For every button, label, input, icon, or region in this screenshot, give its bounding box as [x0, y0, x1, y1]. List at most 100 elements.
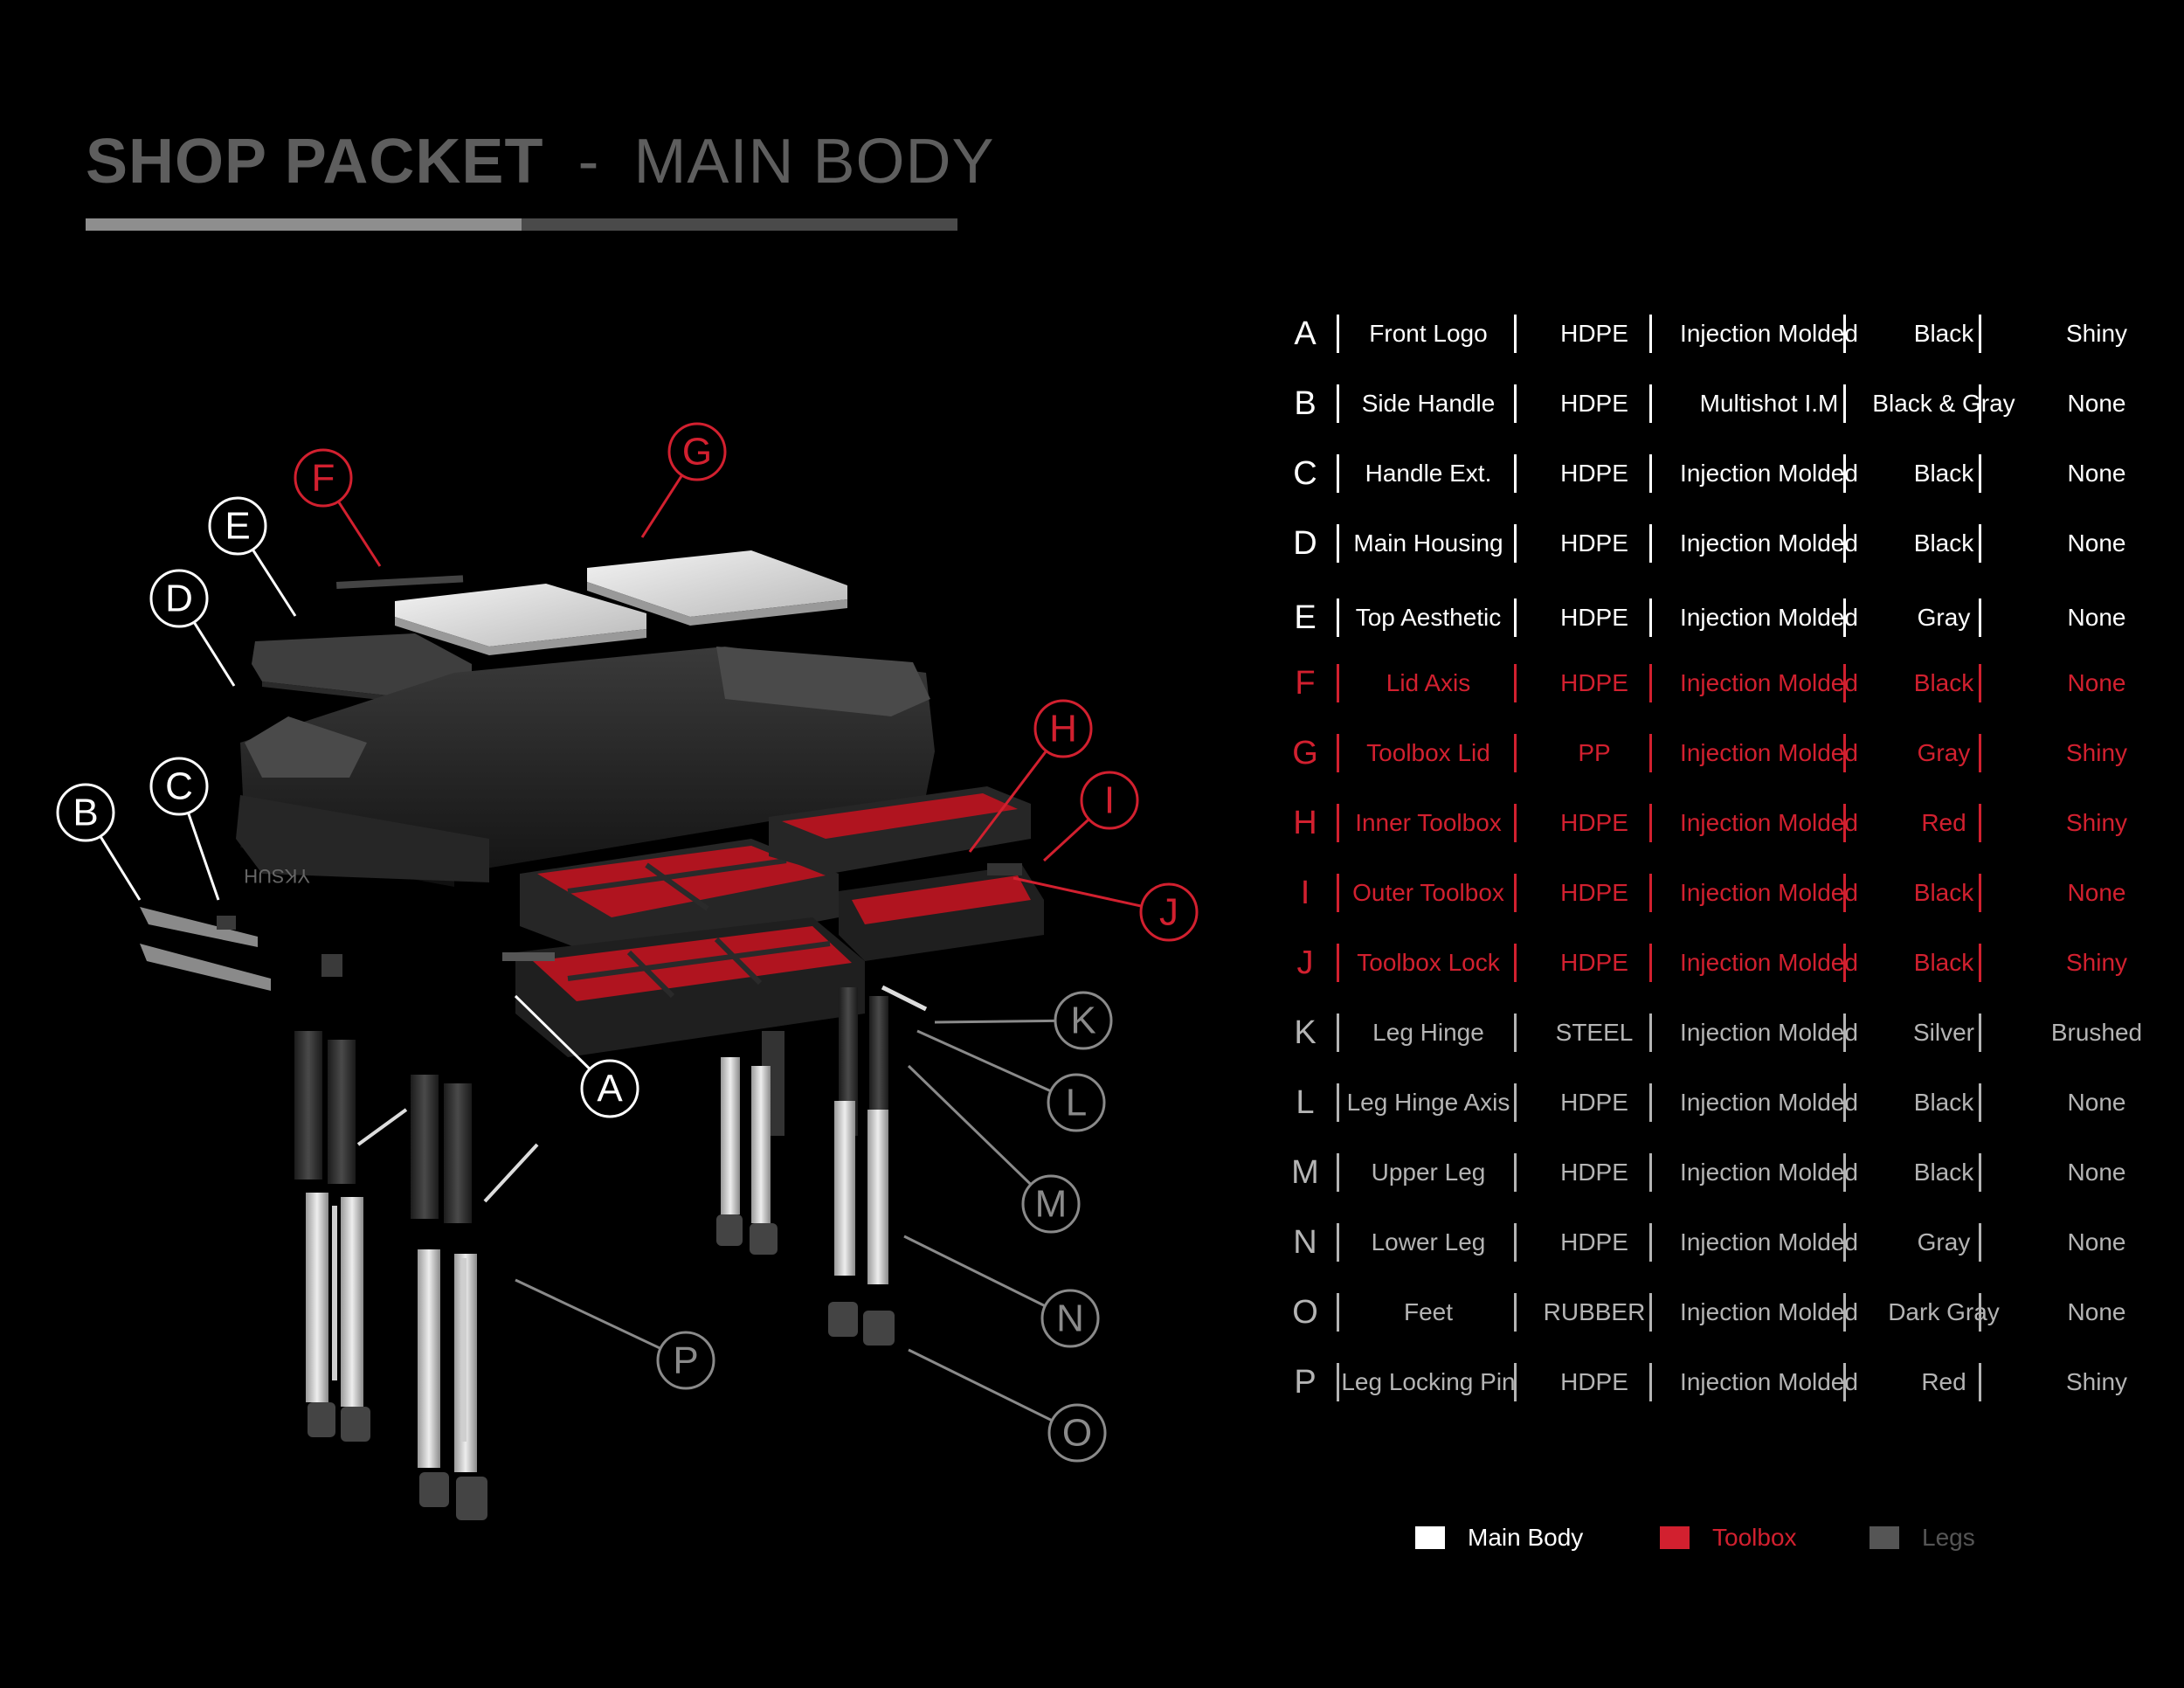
- callout-d: D: [149, 569, 209, 628]
- callout-letter: O: [1062, 1412, 1092, 1455]
- callout-letter: J: [1159, 891, 1178, 934]
- part-material: HDPE: [1560, 1159, 1628, 1186]
- callout-letter: P: [673, 1339, 698, 1382]
- part-name: Side Handle: [1361, 390, 1496, 417]
- part-finish: None: [2067, 879, 2126, 906]
- part-o-feet: [308, 1214, 895, 1520]
- callout-k: K: [1054, 991, 1113, 1050]
- part-color: Black: [1913, 949, 1974, 976]
- column-separator: [1649, 734, 1652, 772]
- column-separator: [1337, 1223, 1339, 1262]
- column-separator: [1843, 384, 1846, 423]
- part-finish: None: [2067, 460, 2126, 487]
- callout-letter: M: [1035, 1183, 1068, 1226]
- part-name: Front Logo: [1369, 320, 1488, 347]
- title-separator: -: [577, 127, 600, 197]
- part-letter: N: [1293, 1224, 1317, 1261]
- callout-circle: [667, 422, 727, 481]
- part-b-side-handle: [140, 907, 271, 991]
- part-process: Injection Molded: [1680, 1298, 1858, 1325]
- part-n-lower-leg: [306, 1057, 888, 1472]
- column-separator: [1337, 1153, 1339, 1192]
- callout-n: N: [1040, 1289, 1100, 1348]
- part-finish: None: [2067, 604, 2126, 631]
- part-finish: Shiny: [2065, 809, 2128, 836]
- column-separator: [1514, 524, 1517, 563]
- part-e-top-aesthetic: [252, 633, 472, 704]
- part-color: Red: [1921, 1368, 1966, 1395]
- part-process: Injection Molded: [1680, 669, 1858, 696]
- part-color: Gray: [1917, 1228, 1971, 1256]
- column-separator: [1337, 734, 1339, 772]
- part-material: HDPE: [1560, 809, 1628, 836]
- part-letter: M: [1291, 1154, 1319, 1191]
- part-process: Injection Molded: [1680, 604, 1858, 631]
- part-process: Injection Molded: [1680, 739, 1858, 766]
- column-separator: [1514, 384, 1517, 423]
- part-material: STEEL: [1555, 1019, 1634, 1046]
- part-material: HDPE: [1560, 949, 1628, 976]
- column-separator: [1979, 944, 1981, 982]
- part-letter: H: [1293, 805, 1317, 841]
- column-separator: [1979, 1293, 1981, 1332]
- column-separator: [1649, 1363, 1652, 1401]
- part-name: Upper Leg: [1371, 1159, 1486, 1186]
- callout-circle: [1047, 1403, 1107, 1463]
- column-separator: [1514, 315, 1517, 353]
- part-material: HDPE: [1560, 1089, 1628, 1116]
- column-separator: [1514, 1223, 1517, 1262]
- part-color: Black: [1913, 1089, 1974, 1116]
- callout-circle: [1021, 1174, 1081, 1234]
- title-progress-fill: [86, 218, 522, 231]
- part-letter: E: [1294, 599, 1317, 636]
- callout-g: G: [667, 422, 727, 481]
- callout-letter: E: [225, 505, 250, 548]
- part-process: Injection Molded: [1680, 460, 1858, 487]
- part-name: Leg Hinge Axis: [1346, 1089, 1510, 1116]
- column-separator: [1337, 1363, 1339, 1401]
- callout-letter: L: [1066, 1082, 1087, 1124]
- column-separator: [1979, 874, 1981, 912]
- callout-circle: [208, 496, 267, 556]
- part-h-inner-toolbox: [520, 786, 1031, 961]
- callout-circle: [1047, 1073, 1106, 1132]
- column-separator: [1337, 804, 1339, 842]
- part-material: PP: [1578, 739, 1611, 766]
- part-color: Gray: [1917, 604, 1971, 631]
- part-name: Top Aesthetic: [1355, 604, 1502, 631]
- column-separator: [1514, 454, 1517, 493]
- part-finish: None: [2067, 1298, 2126, 1325]
- column-separator: [1649, 1223, 1652, 1262]
- part-finish: None: [2067, 390, 2126, 417]
- part-name: Inner Toolbox: [1355, 809, 1502, 836]
- column-separator: [1649, 315, 1652, 353]
- part-k-leg-hinge: [356, 985, 928, 1203]
- callout-circle: [56, 783, 115, 842]
- column-separator: [1337, 944, 1339, 982]
- part-name: Toolbox Lid: [1366, 739, 1490, 766]
- part-d-main-housing: YKSUH: [236, 647, 935, 887]
- part-letter: C: [1293, 455, 1317, 492]
- column-separator: [1514, 1153, 1517, 1192]
- svg-text:YKSUH: YKSUH: [244, 865, 310, 887]
- exploded-diagram: YKSUH: [0, 384, 1223, 1564]
- part-name: Lower Leg: [1371, 1228, 1486, 1256]
- callout-circle: [1040, 1289, 1100, 1348]
- callout-circle: [1033, 699, 1093, 758]
- column-separator: [1514, 1013, 1517, 1052]
- column-separator: [1979, 524, 1981, 563]
- part-letter: A: [1294, 315, 1317, 352]
- callout-leader-p: [515, 1278, 687, 1362]
- column-separator: [1514, 664, 1517, 702]
- callout-letter: H: [1049, 708, 1077, 751]
- column-separator: [1649, 944, 1652, 982]
- part-process: Multishot I.M: [1699, 390, 1839, 417]
- column-separator: [1649, 524, 1652, 563]
- column-separator: [1337, 1083, 1339, 1122]
- part-process: Injection Molded: [1680, 1159, 1858, 1186]
